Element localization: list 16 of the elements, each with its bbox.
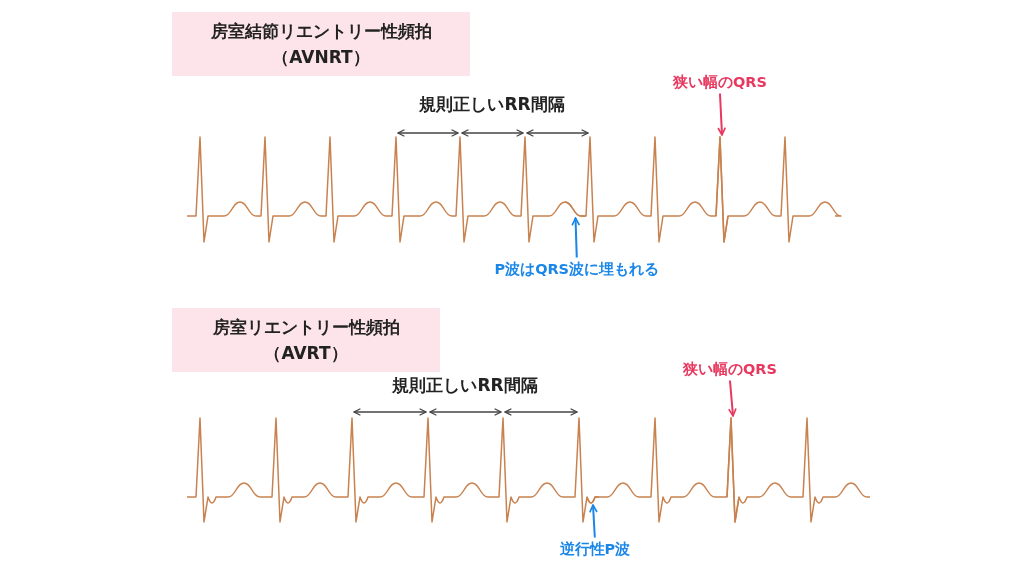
interval-label: 規則正しいRR間隔 — [419, 93, 565, 116]
title-box: 房室結節リエントリー性頻拍（AVNRT） — [172, 12, 470, 76]
annotation-text: 逆行性P波 — [559, 539, 631, 559]
interval-label: 規則正しいRR間隔 — [392, 374, 538, 397]
retrograde-p-wave — [586, 496, 600, 504]
leader-arrow — [728, 379, 737, 417]
qrs-complex — [726, 417, 740, 523]
leader-arrow — [589, 504, 598, 539]
leader-arrow — [717, 92, 727, 136]
qrs-complex — [715, 136, 729, 243]
title-box: 房室リエントリー性頻拍（AVRT） — [172, 308, 440, 372]
annotation-text: 狭い幅のQRS — [673, 72, 767, 92]
t-wave-tail — [564, 201, 587, 217]
leader-arrow — [571, 217, 581, 259]
annotation-text: P波はQRS波に埋もれる — [494, 259, 660, 279]
annotation-text: 狭い幅のQRS — [683, 359, 777, 379]
